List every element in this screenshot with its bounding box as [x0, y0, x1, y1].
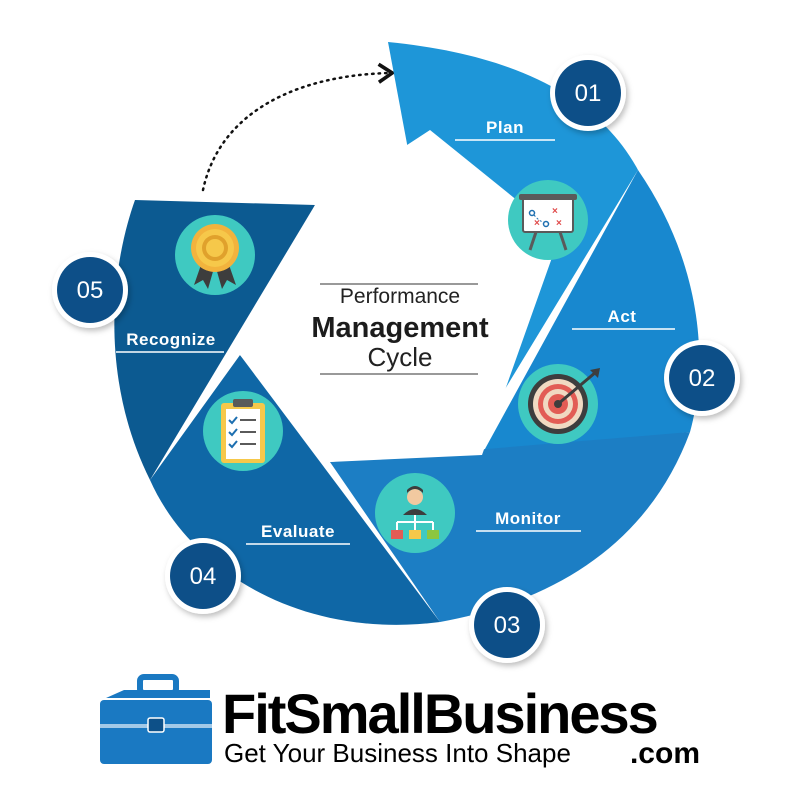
org-chart-person-icon — [375, 473, 455, 553]
stage-label-text-recognize: Recognize — [126, 330, 216, 349]
stage-label-monitor: Monitor — [476, 509, 581, 532]
center-title-line3: Cycle — [367, 342, 432, 372]
svg-text:×: × — [556, 218, 562, 229]
segment-recognize — [114, 200, 315, 480]
svg-text:×: × — [552, 206, 558, 217]
stage-label-act: Act — [572, 307, 675, 330]
number-text-01: 01 — [575, 80, 602, 107]
number-text-02: 02 — [689, 365, 716, 392]
stage-label-text-evaluate: Evaluate — [261, 522, 335, 541]
stage-label-evaluate: Evaluate — [246, 522, 350, 545]
center-title-line2: Management — [311, 312, 489, 344]
award-medal-icon — [175, 215, 255, 295]
number-text-05: 05 — [77, 277, 104, 304]
brand-name: FitSmallBusiness — [222, 682, 657, 745]
stage-label-text-plan: Plan — [486, 118, 524, 137]
checklist-icon — [203, 391, 283, 471]
stage-label-plan: Plan — [455, 118, 555, 141]
briefcase-icon — [100, 674, 212, 764]
cycle-arrow — [201, 62, 396, 192]
svg-text:×: × — [534, 218, 540, 229]
number-text-04: 04 — [190, 563, 217, 590]
number-text-03: 03 — [494, 612, 521, 639]
number-badge-04 — [165, 538, 241, 614]
number-badge-03 — [469, 587, 545, 663]
number-badge-02 — [664, 340, 740, 416]
center-title-line1: Performance — [340, 285, 460, 308]
strategy-board-icon: × × × — [508, 180, 588, 260]
stage-label-recognize: Recognize — [116, 330, 224, 353]
number-badge-05 — [52, 252, 128, 328]
stage-label-text-monitor: Monitor — [495, 509, 561, 528]
number-badge-01 — [550, 55, 626, 131]
target-icon — [518, 364, 600, 444]
stage-label-text-act: Act — [608, 307, 637, 326]
center-hexagon — [240, 130, 560, 462]
center-title: Performance Management Cycle — [311, 283, 489, 375]
brand-tagline: Get Your Business Into Shape — [224, 738, 571, 768]
brand-domain-suffix: .com — [630, 737, 700, 770]
